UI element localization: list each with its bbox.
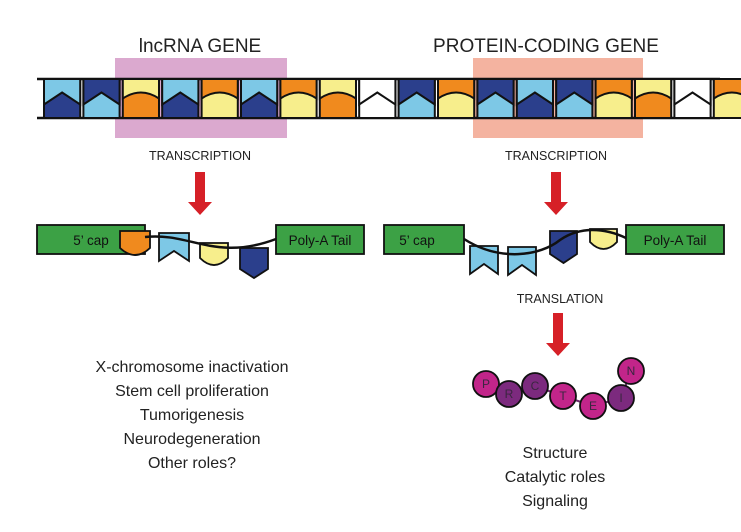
amino-acid-circle — [549, 382, 577, 410]
process-arrows — [188, 172, 570, 356]
dna-base-pair — [200, 78, 239, 119]
lncrna-poly-a-tail-label: Poly-A Tail — [289, 233, 352, 248]
dna-base-pair — [82, 78, 121, 119]
amino-acid-bead: E — [579, 392, 607, 420]
lncrna-transcription-label: TRANSCRIPTION — [149, 149, 251, 163]
dna-base-pair — [43, 78, 82, 119]
dna-base-pair — [476, 78, 515, 119]
mrna-nucleotide — [549, 230, 578, 265]
protein-coding-gene-title: PROTEIN-CODING GENE — [433, 36, 659, 57]
translation-label: TRANSLATION — [517, 292, 604, 306]
dna-strand — [37, 77, 741, 120]
dna-base-top — [358, 78, 397, 107]
mrna-poly-a-tail-label: Poly-A Tail — [644, 233, 707, 248]
dna-base-top — [240, 78, 279, 107]
amino-acid-bead: R — [495, 380, 523, 408]
dna-base-top — [161, 78, 200, 107]
dna-base-pair — [437, 78, 476, 119]
protein-roles-list: Structure Catalytic roles Signaling — [505, 445, 605, 510]
amino-acid-letter: E — [589, 399, 597, 413]
translation-arrow — [546, 313, 570, 356]
dna-base-pair — [634, 78, 673, 119]
mrna-5-cap-label: 5’ cap — [399, 233, 435, 248]
protein-role-item: Signaling — [522, 493, 588, 510]
amino-acid-letter: I — [619, 391, 622, 405]
dna-base-top — [82, 78, 121, 107]
dna-base-pair — [318, 78, 357, 119]
amino-acid-bead: I — [607, 384, 635, 412]
lncrna-roles-list: X-chromosome inactivation Stem cell prol… — [96, 359, 289, 472]
dna-base-top — [555, 78, 594, 107]
amino-acid-circle — [579, 392, 607, 420]
lncrna-role-item: Stem cell proliferation — [115, 383, 269, 400]
dna-base-top — [437, 78, 476, 101]
dna-base-pair — [673, 78, 712, 119]
dna-base-top — [515, 78, 554, 107]
mrna-nucleotide — [589, 228, 618, 250]
lncrna-nucleotide — [239, 247, 269, 280]
dna-base-pair — [121, 78, 161, 119]
lncrna-gene-title: lncRNA GENE — [139, 36, 261, 57]
protein-role-item: Structure — [523, 445, 588, 462]
amino-acid-letter: T — [559, 389, 567, 403]
transcription-arrow-mrna — [544, 172, 568, 215]
protein-coding-transcription-label: TRANSCRIPTION — [505, 149, 607, 163]
lncrna-backbone — [144, 235, 277, 249]
mrna-poly-a-tail-box — [625, 224, 725, 255]
dna-base-top — [279, 78, 318, 101]
dna-base-top — [397, 78, 436, 107]
dna-base-top — [200, 78, 239, 101]
dna-base-top — [318, 78, 357, 101]
lncrna-role-item: X-chromosome inactivation — [96, 359, 289, 376]
amino-acid-bead: N — [617, 357, 645, 385]
dna-base-pair — [712, 78, 741, 119]
lncrna-nucleotide — [119, 230, 151, 256]
dna-base-pair — [555, 78, 594, 119]
dna-base-pair — [397, 78, 436, 119]
dna-base-top — [634, 78, 673, 101]
lncrna-role-item: Neurodegeneration — [124, 431, 261, 448]
amino-acid-letter: C — [531, 379, 540, 393]
protein-role-item: Catalytic roles — [505, 469, 605, 486]
dna-base-top — [594, 78, 633, 101]
dna-base-pair — [594, 78, 633, 119]
amino-acid-letter: R — [505, 387, 514, 401]
amino-acid-letter: P — [482, 377, 490, 391]
mrna-nucleotide — [469, 245, 499, 276]
dna-base-top — [712, 78, 741, 101]
dna-base-pair — [161, 78, 200, 119]
mrna-backbone — [463, 228, 627, 256]
lncrna-role-item: Tumorigenesis — [140, 407, 244, 424]
mrna-nucleotide — [507, 246, 537, 277]
dna-base-top — [121, 78, 160, 101]
amino-acid-circle — [521, 372, 549, 400]
lncrna-role-item: Other roles? — [148, 455, 236, 472]
dna-base-top — [673, 78, 712, 107]
transcription-arrow-lncrna — [188, 172, 212, 215]
amino-acid-circle — [617, 357, 645, 385]
amino-acid-bead: C — [521, 372, 549, 400]
mrna-transcript — [383, 224, 725, 277]
dna-base-pair — [240, 78, 279, 119]
amino-acid-circle — [495, 380, 523, 408]
amino-acid-bead: T — [549, 382, 577, 410]
dna-base-top — [43, 78, 82, 107]
lncrna-5-cap-label: 5’ cap — [73, 233, 109, 248]
dna-base-pair — [515, 78, 554, 119]
protein-chain: P R C T E IN — [472, 357, 645, 420]
amino-acid-letter: N — [627, 364, 636, 378]
lncrna-nucleotide — [199, 242, 229, 266]
lncrna-transcript — [36, 224, 365, 280]
amino-acid-circle — [472, 370, 500, 398]
dna-base-pair — [358, 78, 397, 119]
dna-base-pair — [279, 78, 318, 119]
amino-acid-bead: P — [472, 370, 500, 398]
amino-acid-circle — [607, 384, 635, 412]
dna-base-top — [476, 78, 515, 107]
